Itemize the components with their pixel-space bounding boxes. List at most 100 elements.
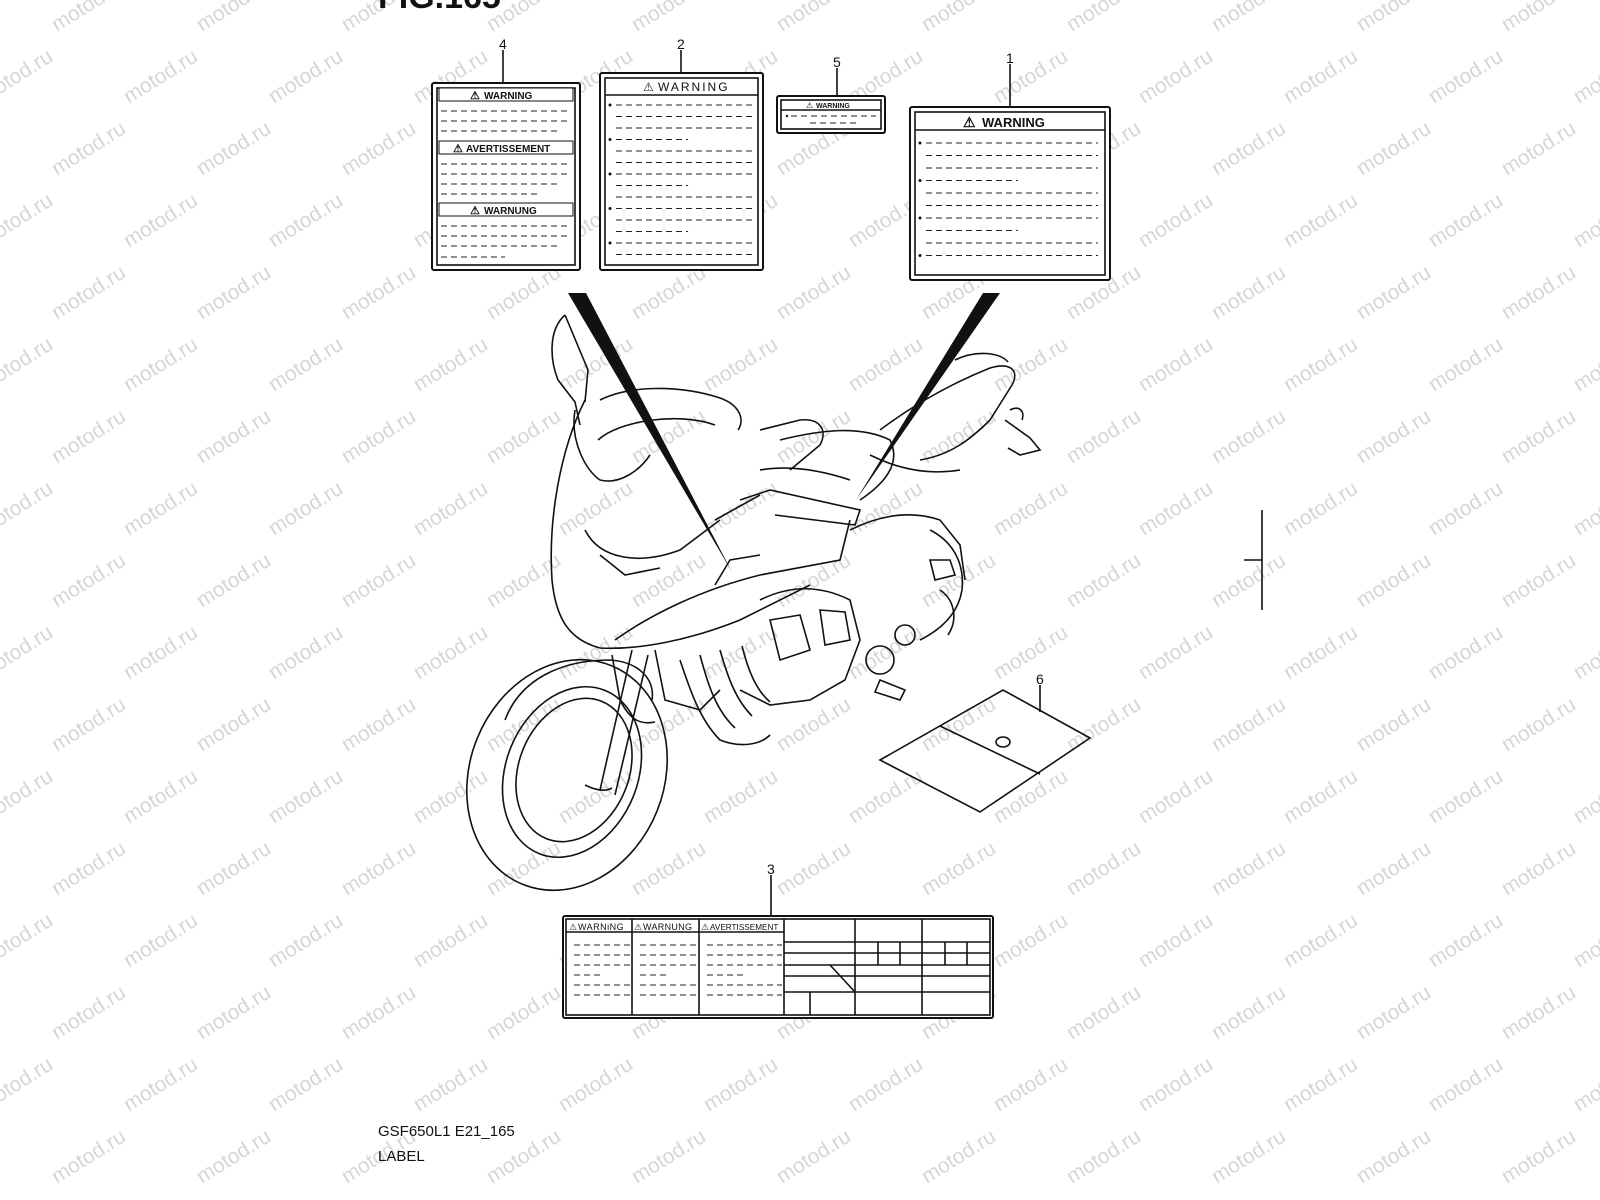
watermark-text: motod.ru [1497, 0, 1579, 36]
watermark-text: motod.ru [989, 45, 1071, 108]
watermark-text: motod.ru [337, 261, 419, 324]
watermark-text: motod.ru [1569, 621, 1600, 684]
watermark-text: motod.ru [47, 117, 129, 180]
watermark-text: motod.ru [47, 549, 129, 612]
watermark-text: motod.ru [1497, 1125, 1579, 1188]
watermark-text: motod.ru [1424, 333, 1506, 396]
watermark-text: motod.ru [1352, 0, 1434, 36]
watermark-text: motod.ru [1569, 909, 1600, 972]
label-6[interactable] [878, 689, 1092, 813]
watermark-text: motod.ru [627, 1125, 709, 1188]
watermark-text: motod.ru [917, 0, 999, 36]
label-bullet [608, 241, 612, 245]
watermark-text: motod.ru [1569, 765, 1600, 828]
watermark-text: motod.ru [1134, 189, 1216, 252]
watermark-text: motod.ru [554, 1053, 636, 1116]
watermark-text: motod.ru [1279, 765, 1361, 828]
watermark-text: motod.ru [337, 837, 419, 900]
watermark-text: motod.ru [409, 333, 491, 396]
label-5[interactable]: ⚠ WARNING [776, 95, 886, 134]
label-5-warning-icon: ⚠ [806, 101, 813, 110]
watermark-text: motod.ru [119, 333, 201, 396]
figure-title: FIG.165 [378, 0, 501, 16]
callout-1: 1 [1006, 50, 1014, 66]
watermark-text: motod.ru [409, 621, 491, 684]
callout-3: 3 [767, 861, 775, 877]
watermark-text: motod.ru [0, 189, 57, 252]
watermark-text: motod.ru [627, 837, 709, 900]
watermark-text: motod.ru [264, 477, 346, 540]
watermark-text: motod.ru [47, 837, 129, 900]
label-2[interactable]: ⚠ WARNING [599, 72, 764, 271]
label-2-warning-text: WARNING [658, 80, 730, 94]
watermark-text: motod.ru [627, 0, 709, 36]
motorcycle-illustration [465, 314, 1042, 892]
watermark-text: motod.ru [119, 1053, 201, 1116]
watermark-text: motod.ru [409, 477, 491, 540]
watermark-text: motod.ru [1569, 189, 1600, 252]
watermark-text: motod.ru [0, 621, 57, 684]
watermark-text: motod.ru [337, 549, 419, 612]
watermark-text: motod.ru [989, 621, 1071, 684]
watermark-text: motod.ru [989, 1053, 1071, 1116]
label-1[interactable]: ⚠ WARNING [909, 106, 1111, 281]
watermark-text: motod.ru [0, 477, 57, 540]
watermark-text: motod.ru [192, 405, 274, 468]
watermark-text: motod.ru [1569, 333, 1600, 396]
section-name: LABEL [378, 1148, 425, 1165]
watermark-text: motod.ru [1497, 981, 1579, 1044]
watermark-text: motod.ru [0, 909, 57, 972]
watermark-text: motod.ru [554, 765, 636, 828]
watermark-text: motod.ru [1207, 0, 1289, 36]
watermark-text: motod.ru [772, 549, 854, 612]
label-4-warnung-text: WARNUNG [484, 206, 537, 217]
watermark-text: motod.ru [772, 0, 854, 36]
watermark-text: motod.ru [119, 909, 201, 972]
watermark-text: motod.ru [1134, 1053, 1216, 1116]
watermark-text: motod.ru [1424, 1053, 1506, 1116]
watermark-text: motod.ru [1569, 1053, 1600, 1116]
watermark-text: motod.ru [1497, 837, 1579, 900]
watermark-text: motod.ru [119, 45, 201, 108]
watermark-text: motod.ru [1207, 405, 1289, 468]
watermark-text: motod.ru [1207, 117, 1289, 180]
label-bullet [918, 254, 922, 257]
watermark-text: motod.ru [0, 765, 57, 828]
label-3[interactable]: ⚠ WARNiNG ⚠ WARNUNG ⚠ AVERTISSEMENT [562, 915, 994, 1019]
watermark-text: motod.ru [1352, 981, 1434, 1044]
label-bullet [608, 207, 612, 210]
watermark-text: motod.ru [1062, 0, 1144, 36]
label-bullet [608, 138, 612, 141]
watermark-text: motod.ru [482, 405, 564, 468]
watermark-text: motod.ru [409, 765, 491, 828]
watermark-text: motod.ru [1352, 837, 1434, 900]
watermark-text: motod.ru [699, 765, 781, 828]
watermark-text: motod.ru [772, 405, 854, 468]
label-bullet [918, 179, 922, 182]
watermark-text: motod.ru [554, 621, 636, 684]
watermark-text: motod.ru [1497, 405, 1579, 468]
watermark-text: motod.ru [47, 0, 129, 36]
watermark-text: motod.ru [989, 909, 1071, 972]
watermark-text: motod.ru [47, 981, 129, 1044]
watermark-text: motod.ru [192, 549, 274, 612]
watermark-text: motod.ru [772, 837, 854, 900]
watermark-text: motod.ru [1352, 405, 1434, 468]
label-3-avertissement-text: AVERTISSEMENT [710, 923, 778, 932]
watermark-text: motod.ru [1352, 261, 1434, 324]
watermark-text: motod.ru [844, 1053, 926, 1116]
watermark-text: motod.ru [47, 693, 129, 756]
watermark-text: motod.ru [917, 693, 999, 756]
watermark-text: motod.ru [409, 1053, 491, 1116]
watermark-text: motod.ru [1279, 45, 1361, 108]
watermark-text: motod.ru [264, 621, 346, 684]
watermark-text: motod.ru [989, 333, 1071, 396]
watermark-text: motod.ru [192, 981, 274, 1044]
label-2-warning-icon: ⚠ [643, 80, 654, 94]
label-4[interactable]: ⚠ WARNING ⚠ AVERTISSEMENT ⚠ WARNUNG [431, 82, 581, 271]
watermark-text: motod.ru [264, 909, 346, 972]
watermark-text: motod.ru [1279, 189, 1361, 252]
watermark-text: motod.ru [1062, 837, 1144, 900]
watermark-text: motod.ru [337, 981, 419, 1044]
